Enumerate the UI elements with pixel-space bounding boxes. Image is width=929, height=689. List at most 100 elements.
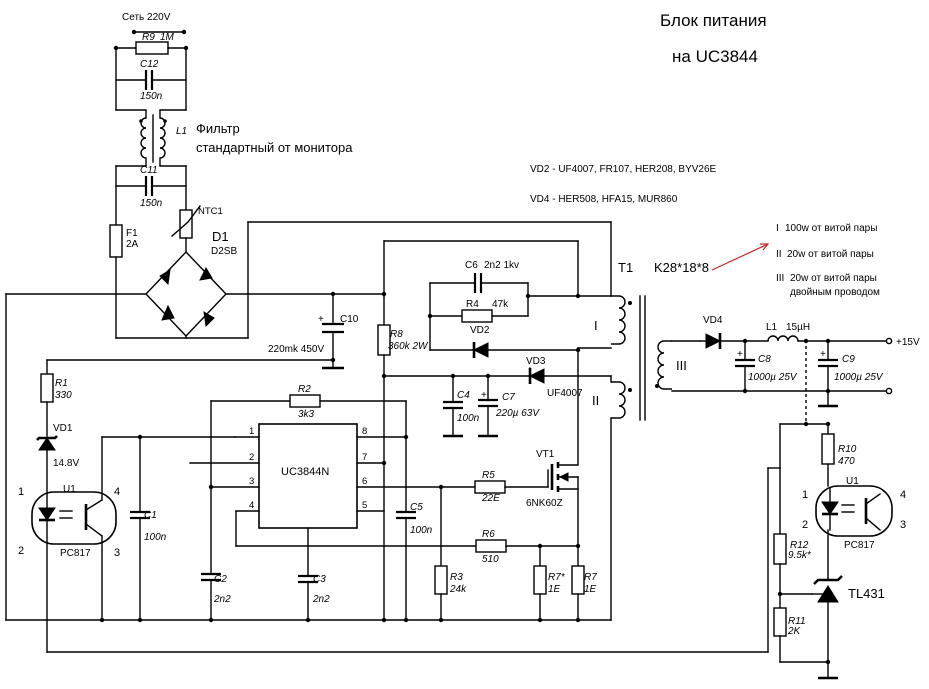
- resistor-r2: R2 3k3: [210, 384, 407, 420]
- ic-pin-3: 3: [249, 476, 254, 487]
- c12-val: 150n: [140, 91, 163, 102]
- vd2-ref: VD2: [470, 325, 490, 336]
- vd4-ref: VD4: [703, 315, 723, 326]
- zener-vd1: VD1 14.8V: [36, 423, 79, 493]
- legend-text-3b: двойным проводом: [790, 287, 880, 298]
- c2-ref: C2: [214, 574, 227, 585]
- ntc1-ref: NTC1: [198, 206, 223, 217]
- capacitor-c6: C6 2n2 1kv: [465, 260, 529, 293]
- resistor-r4: R4 47k VD2: [427, 299, 529, 336]
- u1r-val: PC817: [844, 540, 875, 551]
- winding-legend: I 100w от витой пары II 20w от витой пар…: [711, 223, 880, 298]
- diode-vd4: VD4: [699, 315, 769, 349]
- resistor-r12: R12 9.5k*: [773, 533, 812, 609]
- r7b-ref: R7: [584, 572, 597, 583]
- resistor-r9: R9 1M: [115, 32, 187, 55]
- u1r-pin1: 1: [802, 489, 808, 501]
- r11-ref: R11: [788, 616, 806, 627]
- ic-pin-1: 1: [249, 426, 254, 437]
- diode-vd3: VD3 UF4007: [526, 356, 612, 399]
- regulator-tl431: TL431: [811, 575, 885, 679]
- resistor-r10: R10 470: [821, 433, 857, 487]
- u1l-pin2: 2: [18, 545, 24, 557]
- note-vd4: VD4 - HER508, HFA15, MUR860: [530, 194, 678, 205]
- r1-ref: R1: [55, 378, 68, 389]
- ic-pin-4: 4: [249, 500, 254, 511]
- resistor-r3: R3 24k: [434, 565, 467, 621]
- output-voltage: +15V: [896, 337, 920, 348]
- filter-label-2: стандартный от монитора: [196, 140, 353, 155]
- c1-val: 100n: [144, 532, 167, 543]
- r4-ref: R4: [466, 299, 479, 310]
- legend-num-2: II: [776, 249, 782, 260]
- resistor-r7: R7 1E: [571, 545, 597, 621]
- c5-ref: C5: [410, 502, 423, 513]
- capacitor-c2: C2 2n2: [201, 572, 231, 621]
- u1r-pin4: 4: [900, 489, 906, 501]
- legend-num-3: III: [776, 273, 784, 284]
- svg-text:+: +: [318, 314, 324, 325]
- capacitor-c4: C4 100n: [443, 373, 480, 438]
- capacitor-c11: C11 150n: [115, 165, 187, 209]
- c11-ref: C11: [140, 165, 158, 176]
- r1-val: 330: [55, 390, 72, 401]
- r12-val: 9.5k*: [788, 550, 812, 561]
- u1r-pin3: 3: [900, 519, 906, 531]
- title-line-1: Блок питания: [660, 11, 767, 30]
- r3-ref: R3: [450, 572, 463, 583]
- c12-ref: C12: [140, 59, 159, 70]
- r6-val: 510: [482, 554, 499, 565]
- c9-val: 1000µ 25V: [834, 372, 884, 383]
- resistor-r7-star: R7* 1E: [533, 545, 566, 621]
- svg-text:+: +: [481, 390, 487, 401]
- svg-text:+: +: [820, 349, 826, 360]
- resistor-r1: R1 330: [40, 359, 72, 437]
- diode-vd2: [429, 342, 581, 358]
- r3-val: 24k: [449, 584, 467, 595]
- mains-label: Сеть 220V: [122, 12, 171, 23]
- capacitor-c5: C5 100n: [396, 502, 433, 621]
- c3-ref: C3: [313, 574, 326, 585]
- l1-filter-ref: L1: [176, 126, 187, 137]
- c4-ref: C4: [457, 390, 470, 401]
- r8-val: 360k 2W: [388, 341, 429, 352]
- r12-ref: R12: [790, 540, 809, 551]
- t1-mark-i: I: [594, 318, 598, 333]
- f1-ref: F1: [126, 228, 138, 239]
- ic-pin-7: 7: [362, 452, 367, 463]
- resistor-r5: R5 22E: [474, 470, 549, 504]
- d1-ref: D1: [212, 229, 229, 244]
- mains-input: Сеть 220V: [113, 12, 189, 111]
- vd1-ref: VD1: [53, 423, 73, 434]
- r2-val: 3k3: [298, 409, 315, 420]
- r7a-val: 1E: [548, 584, 561, 595]
- capacitor-c8: + C8 1000µ 25V: [735, 340, 798, 392]
- c4-val: 100n: [457, 413, 480, 424]
- u1l-pin4: 4: [114, 486, 120, 498]
- u1l-pin3: 3: [114, 547, 120, 559]
- c7-ref: C7: [502, 392, 515, 403]
- ic-name: UC3844N: [281, 466, 329, 478]
- r10-val: 470: [838, 456, 855, 467]
- capacitor-c12: C12 150n: [115, 59, 187, 102]
- c1-ref: C1: [144, 510, 157, 521]
- capacitor-c1: C1 100n: [130, 436, 167, 621]
- c8-val: 1000µ 25V: [748, 372, 798, 383]
- thermistor-ntc1: NTC1: [171, 205, 223, 253]
- resistor-r8: R8 360k 2W: [377, 293, 429, 379]
- capacitor-c9: + C9 1000µ 25V: [818, 340, 884, 408]
- vd3-val: UF4007: [547, 388, 583, 399]
- ic-pin-5: 5: [362, 500, 367, 511]
- svg-text:+: +: [737, 349, 743, 360]
- r2-ref: R2: [298, 384, 311, 395]
- t1-core: K28*18*8: [654, 260, 709, 275]
- c10-val: 220mk 450V: [268, 344, 324, 355]
- vt1-val: 6NK60Z: [526, 498, 563, 509]
- vd3-ref: VD3: [526, 356, 546, 367]
- t1-mark-iii: III: [676, 358, 687, 373]
- ic-uc3844: UC3844N 1 2 3 4 5 6 7 8: [189, 423, 476, 529]
- u1l-pin1: 1: [18, 486, 24, 498]
- u1l-ref: U1: [63, 484, 76, 495]
- legend-text-1: 100w от витой пары: [785, 223, 877, 234]
